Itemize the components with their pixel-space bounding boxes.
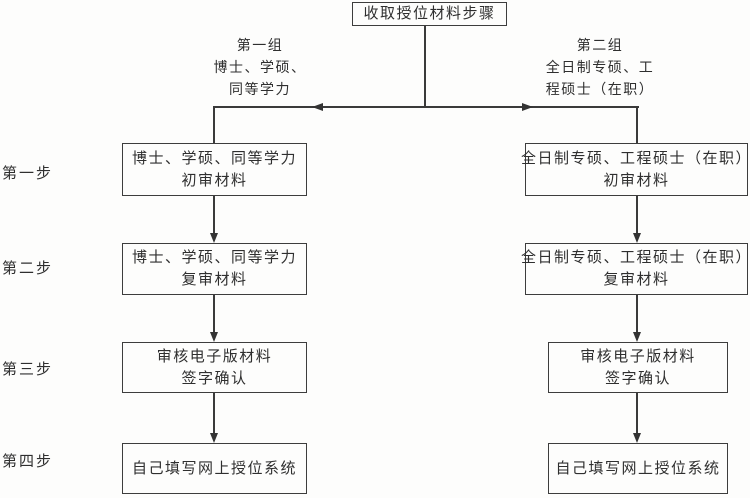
connector-right-2-line: [636, 295, 638, 333]
flow-box-right-1: 全日制专硕、工程硕士（在职） 初审材料: [521, 143, 750, 196]
group-label-1: 第一组 博士、学硕、 同等学力: [190, 36, 330, 102]
step-label-2: 第二步: [2, 261, 54, 277]
connector-right-3-arrowhead-icon: [632, 433, 641, 443]
connector-left-2-arrowhead-icon: [209, 332, 218, 342]
right-branch-drop-line: [636, 106, 638, 143]
connector-right-2-arrowhead-icon: [632, 332, 641, 342]
group-2-line-1: 第二组: [576, 39, 624, 54]
group-1-line-2: 博士、学硕、: [213, 61, 307, 76]
flow-box-right-2: 全日制专硕、工程硕士（在职） 复审材料: [521, 243, 750, 295]
flow-box-left-2: 博士、学硕、同等学力 复审材料: [122, 243, 307, 295]
box-left-1-line-1: 博士、学硕、同等学力: [131, 150, 297, 167]
box-left-4-line-1: 自己填写网上授位系统: [131, 460, 297, 477]
flow-box-title: 收取授位材料步骤: [352, 2, 507, 26]
box-right-4-line-1: 自己填写网上授位系统: [555, 460, 721, 477]
box-right-2-line-1: 全日制专硕、工程硕士（在职）: [521, 250, 750, 266]
connector-right-1-line: [636, 196, 638, 234]
connector-left-2-line: [213, 295, 215, 333]
connector-right-3-line: [636, 393, 638, 434]
arrowhead-right-icon: [522, 102, 533, 111]
connector-left-3-arrowhead-icon: [209, 433, 218, 443]
box-right-2-line-2: 复审材料: [603, 272, 670, 288]
connector-left-1-arrowhead-icon: [209, 233, 218, 243]
box-left-3-line-2: 签字确认: [181, 370, 248, 387]
connector-left-3-line: [213, 393, 215, 434]
step-label-1: 第一步: [2, 166, 54, 182]
box-left-3-line-1: 审核电子版材料: [156, 348, 273, 365]
box-left-1-line-2: 初审材料: [181, 172, 248, 189]
group-1-line-3: 同等学力: [229, 83, 291, 98]
connector-left-1-line: [213, 196, 215, 234]
box-left-2-line-2: 复审材料: [181, 272, 248, 288]
group-label-2: 第二组 全日制专硕、工 程硕士（在职）: [520, 36, 680, 102]
trunk-line: [424, 26, 426, 107]
flow-box-left-4: 自己填写网上授位系统: [122, 443, 307, 494]
group-2-line-3: 程硕士（在职）: [545, 83, 655, 98]
title-text: 收取授位材料步骤: [363, 6, 496, 22]
step-label-4: 第四步: [2, 454, 54, 470]
box-left-2-line-1: 博士、学硕、同等学力: [131, 250, 297, 266]
left-branch-drop-line: [213, 106, 215, 143]
split-line: [213, 106, 639, 108]
flow-box-right-4: 自己填写网上授位系统: [548, 443, 728, 494]
flow-box-left-1: 博士、学硕、同等学力 初审材料: [122, 143, 307, 196]
group-2-line-2: 全日制专硕、工: [545, 61, 655, 76]
box-right-3-line-1: 审核电子版材料: [580, 348, 696, 365]
group-1-line-1: 第一组: [236, 39, 284, 54]
box-right-1-line-1: 全日制专硕、工程硕士（在职）: [521, 150, 750, 167]
connector-right-1-arrowhead-icon: [632, 233, 641, 243]
step-label-3: 第三步: [2, 362, 54, 378]
box-right-1-line-2: 初审材料: [603, 172, 670, 189]
box-right-3-line-2: 签字确认: [604, 370, 671, 387]
flow-box-left-3: 审核电子版材料 签字确认: [122, 342, 307, 393]
flow-box-right-3: 审核电子版材料 签字确认: [548, 342, 728, 393]
arrowhead-left-icon: [312, 102, 323, 111]
